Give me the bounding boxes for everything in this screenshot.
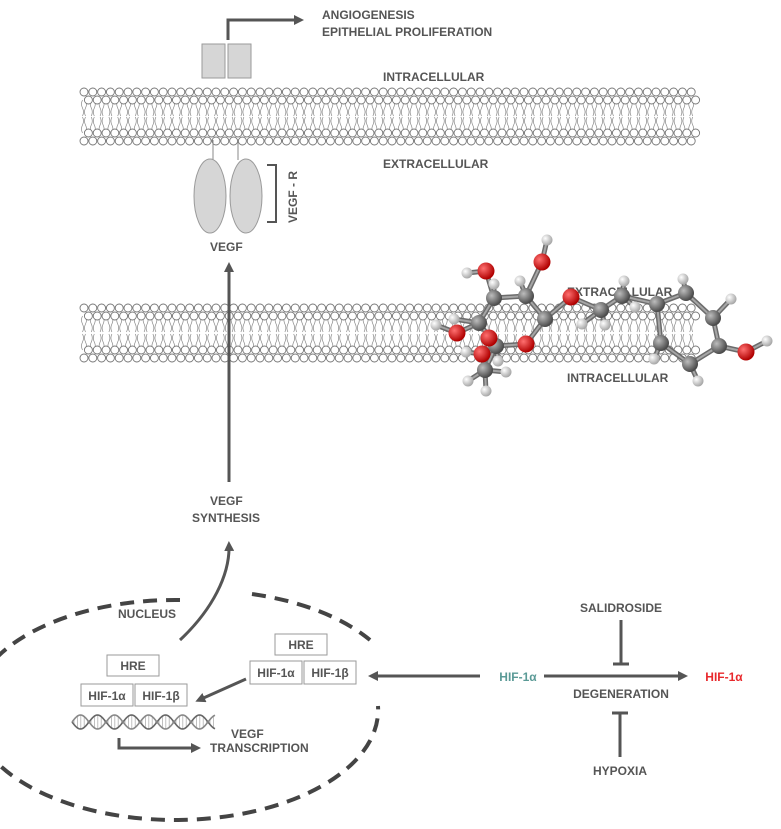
hydrogen-atom xyxy=(692,375,704,387)
salidroside-label: SALIDROSIDE xyxy=(580,601,662,615)
hif-alpha-box-inside xyxy=(80,683,134,707)
nucleus-envelope-right xyxy=(251,592,372,642)
receptor-domain-right xyxy=(229,158,263,234)
carbon-atom xyxy=(593,302,609,318)
salidroside-molecule-model xyxy=(430,234,773,397)
synthesis-label-line2: SYNTHESIS xyxy=(192,511,260,525)
dna-helix xyxy=(71,714,216,730)
hre-box-entering xyxy=(274,633,328,656)
hydrogen-atom xyxy=(514,275,526,287)
membrane2-intracellular-label: INTRACELLULAR xyxy=(567,371,669,385)
carbon-atom xyxy=(477,362,493,378)
oxygen-atom xyxy=(473,345,491,363)
hre-box-inside xyxy=(106,654,160,677)
carbon-atom xyxy=(678,285,694,301)
membrane1-extracellular-label: EXTRACELLULAR xyxy=(383,157,489,171)
hydrogen-atom xyxy=(618,275,630,287)
oxygen-atom xyxy=(533,253,551,271)
hif-degraded-label: HIF-1α xyxy=(705,670,743,684)
oxygen-atom xyxy=(737,343,755,361)
hre-label-entering: HRE xyxy=(288,638,313,652)
hydrogen-atom xyxy=(460,346,472,358)
hydrogen-atom xyxy=(576,318,588,330)
oxygen-atom xyxy=(477,262,495,280)
carbon-atom xyxy=(705,310,721,326)
outcome-epithelial-proliferation: EPITHELIAL PROLIFERATION xyxy=(322,25,492,39)
hif-beta-box-inside xyxy=(134,683,188,707)
hypoxia-label: HYPOXIA xyxy=(593,764,647,778)
nucleus-envelope-main xyxy=(0,597,381,822)
cell-membrane-top xyxy=(79,87,701,146)
export-arrow xyxy=(178,541,235,642)
transcription-label-line1: VEGF xyxy=(231,727,264,741)
hydrogen-atom xyxy=(599,319,611,331)
hif-alpha-box-entering xyxy=(249,660,303,685)
hif-alpha-label-inside: HIF-1α xyxy=(88,689,126,703)
hif-beta-box-entering xyxy=(303,660,357,685)
receptor-domain-left xyxy=(193,158,227,234)
hydrogen-atom xyxy=(461,267,473,279)
carbon-atom xyxy=(537,311,553,327)
carbon-atom xyxy=(614,288,630,304)
hydrogen-atom xyxy=(541,234,553,246)
degeneration-label: DEGENERATION xyxy=(573,687,669,701)
nucleus xyxy=(0,592,381,822)
receptor-label: VEGF - R xyxy=(286,171,300,223)
vegf-receptor xyxy=(193,43,263,234)
hydrogen-atom xyxy=(648,353,660,365)
hydrogen-atom xyxy=(430,319,442,331)
oxygen-atom xyxy=(517,335,535,353)
oxygen-atom xyxy=(480,329,498,347)
carbon-atom xyxy=(518,288,534,304)
hydrogen-atom xyxy=(492,355,504,367)
transcription-arrow xyxy=(117,738,201,753)
hydrogen-atom xyxy=(725,293,737,305)
hydrogen-atom xyxy=(761,335,773,347)
hydrogen-atom xyxy=(448,313,460,325)
outcome-angiogenesis: ANGIOGENESIS xyxy=(322,8,415,22)
vegf-label: VEGF xyxy=(210,240,243,254)
hydrogen-atom xyxy=(677,273,689,285)
membrane1-intracellular-label: INTRACELLULAR xyxy=(383,70,485,84)
synthesis-label-line1: VEGF xyxy=(210,494,243,508)
signal-arrow xyxy=(226,15,304,40)
carbon-atom xyxy=(649,296,665,312)
carbon-atom xyxy=(471,315,487,331)
carbon-atom xyxy=(653,335,669,351)
hydrogen-atom xyxy=(462,375,474,387)
hif-alpha-label-entering: HIF-1α xyxy=(257,666,295,680)
hif-beta-label-entering: HIF-1β xyxy=(311,666,348,680)
carbon-atom xyxy=(486,290,502,306)
binding-arrow xyxy=(195,677,247,703)
oxygen-atom xyxy=(448,324,466,342)
oxygen-atom xyxy=(562,288,580,306)
hif-complex-inside: HRE HIF-1α HIF-1β xyxy=(80,654,188,707)
hif-stable-label: HIF-1α xyxy=(499,670,537,684)
carbon-atom xyxy=(682,356,698,372)
nucleus-label: NUCLEUS xyxy=(118,607,176,621)
hydrogen-atom xyxy=(488,278,500,290)
hre-label-inside: HRE xyxy=(120,659,145,673)
hydrogen-atom xyxy=(629,301,641,313)
receptor-kinase-left xyxy=(201,43,226,79)
receptor-kinase-right xyxy=(227,43,252,79)
transcription-label-line2: TRANSCRIPTION xyxy=(210,741,309,755)
hydrogen-atom xyxy=(480,385,492,397)
receptor-bracket xyxy=(267,164,277,223)
hif-beta-label-inside: HIF-1β xyxy=(142,689,179,703)
hif-complex-entering: HRE HIF-1α HIF-1β xyxy=(249,633,357,685)
carbon-atom xyxy=(711,338,727,354)
hydrogen-atom xyxy=(500,366,512,378)
